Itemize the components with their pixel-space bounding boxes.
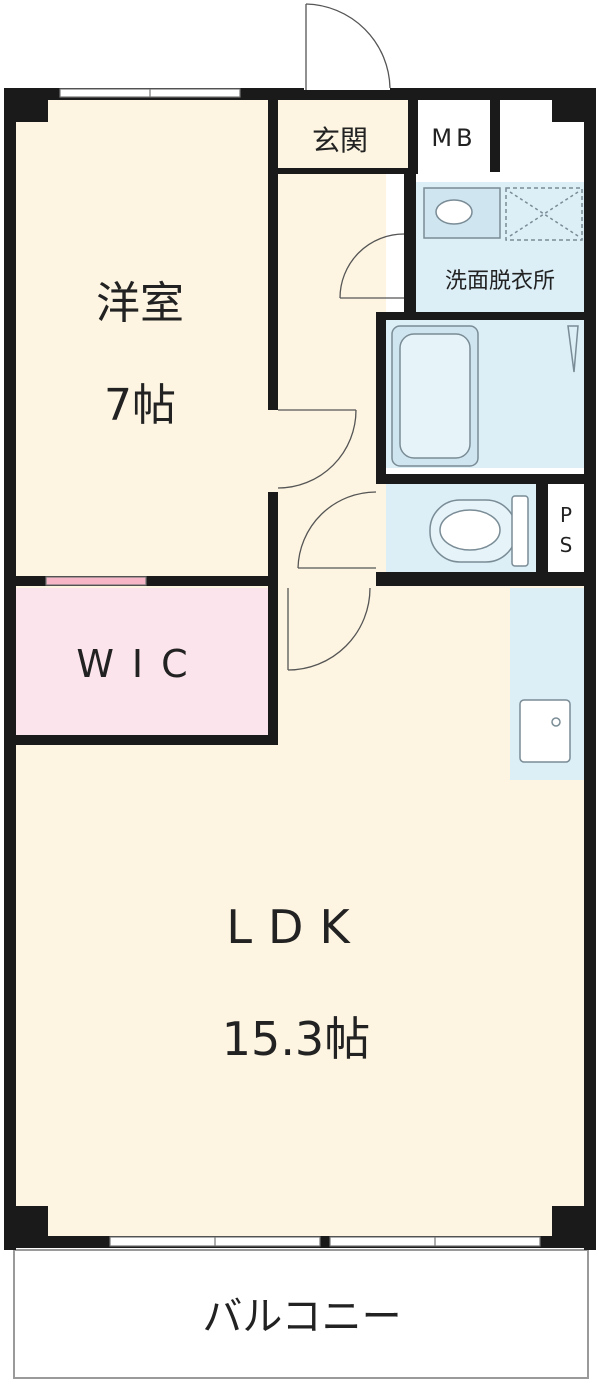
pipe-space-label-top: P <box>560 503 572 527</box>
entrance-label: 玄関 <box>312 124 368 157</box>
wic-floor <box>14 588 268 735</box>
hallway-floor <box>276 170 386 580</box>
washroom-label: 洗面脱衣所 <box>445 269 555 294</box>
doors <box>277 0 405 671</box>
western-room-name: 洋室 <box>96 278 184 329</box>
windows <box>45 88 541 1247</box>
kitchen-sink <box>519 699 571 763</box>
western-room-size: 7帖 <box>104 380 176 431</box>
balcony-floor <box>13 1249 589 1379</box>
ldk-name: LDK <box>226 900 365 954</box>
washroom-fixtures <box>423 187 583 241</box>
balcony-label: バルコニー <box>202 1294 401 1340</box>
pipe-space-label-bottom: S <box>560 533 573 557</box>
entrance-floor <box>276 97 408 170</box>
ldk-size: 15.3帖 <box>222 1012 370 1066</box>
western-room-floor <box>14 97 276 580</box>
meter-box-floor <box>418 104 490 170</box>
pipe-space-floor <box>548 484 584 580</box>
wic-label: WIC <box>76 642 205 686</box>
meter-box-label: MB <box>431 124 476 152</box>
bathtub <box>391 325 579 467</box>
toilet <box>429 495 529 567</box>
